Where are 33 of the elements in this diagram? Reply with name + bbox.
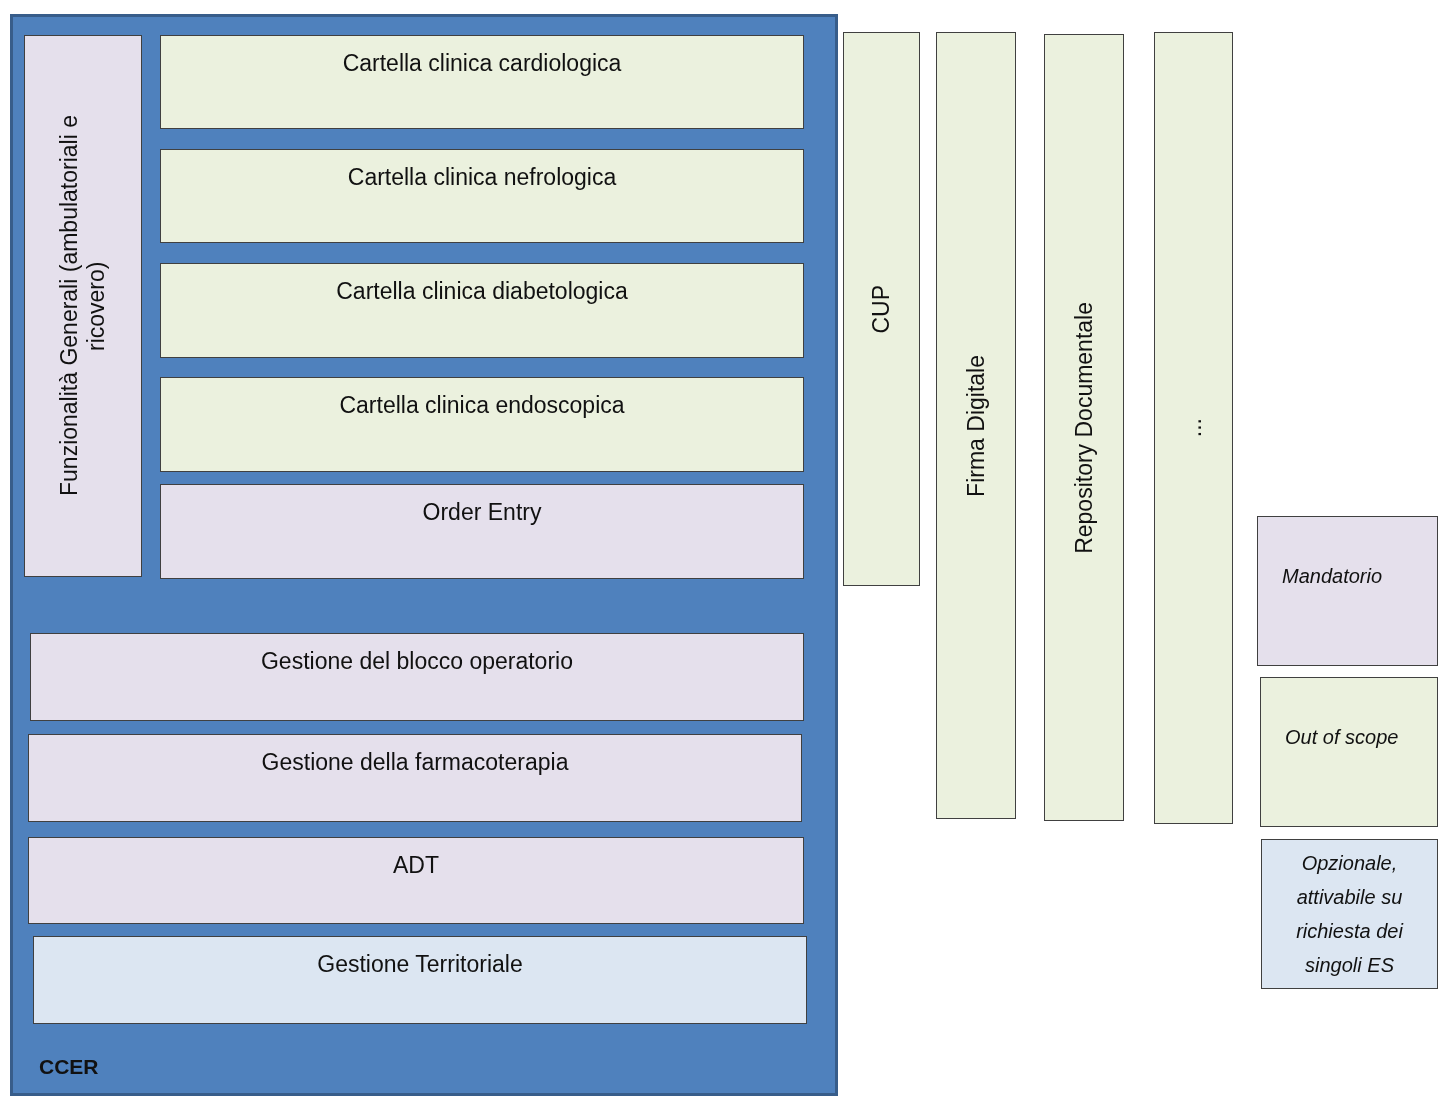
vertical-module-box bbox=[936, 32, 1016, 819]
vertical-module-box bbox=[1154, 32, 1233, 824]
container-panel bbox=[10, 14, 838, 1096]
module-label: Gestione della farmacoterapia bbox=[260, 749, 570, 776]
legend-label: Out of scope bbox=[1284, 725, 1399, 750]
legend-label: Opzionale, attivabile su richiesta dei singoli ES bbox=[1295, 851, 1405, 978]
module-box bbox=[160, 35, 804, 129]
module-label: Repository Documentale bbox=[1070, 301, 1098, 554]
legend-label: Mandatorio bbox=[1281, 564, 1383, 589]
module-box bbox=[30, 633, 804, 721]
module-label: Cartella clinica nefrologica bbox=[346, 164, 618, 191]
module-box bbox=[28, 734, 802, 822]
vertical-module-box bbox=[1044, 34, 1124, 821]
module-label: ADT bbox=[392, 852, 440, 879]
module-label: ... bbox=[1180, 418, 1207, 438]
module-box bbox=[160, 377, 804, 472]
module-label: Funzionalità Generali (ambulatoriali e ricovero) bbox=[56, 114, 110, 499]
module-label: Order Entry bbox=[421, 499, 543, 526]
module-box bbox=[160, 484, 804, 579]
module-label: Cartella clinica diabetologica bbox=[335, 278, 629, 305]
module-label: Gestione Territoriale bbox=[316, 951, 524, 978]
module-label: CUP bbox=[868, 284, 895, 334]
module-box bbox=[33, 936, 807, 1024]
module-box bbox=[160, 263, 804, 358]
module-box bbox=[28, 837, 804, 924]
module-label: Cartella clinica cardiologica bbox=[341, 50, 623, 77]
module-label: Cartella clinica endoscopica bbox=[338, 392, 626, 419]
container-label: CCER bbox=[39, 1055, 99, 1079]
module-label: Firma Digitale bbox=[962, 354, 990, 497]
vertical-module-box bbox=[24, 35, 142, 577]
module-box bbox=[160, 149, 804, 243]
module-label: Gestione del blocco operatorio bbox=[260, 648, 574, 675]
vertical-module-box bbox=[843, 32, 920, 586]
